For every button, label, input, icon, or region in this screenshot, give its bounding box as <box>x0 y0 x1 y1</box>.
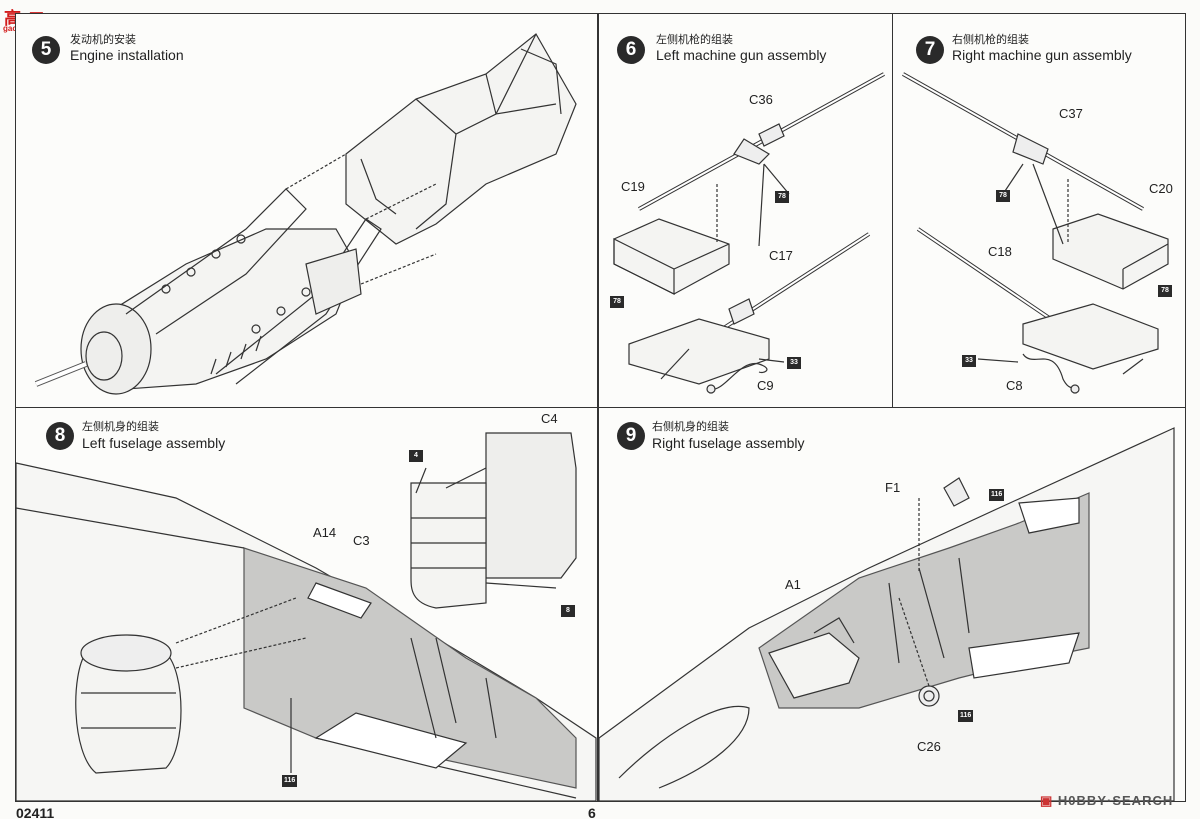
step-7-panel: 7 右侧机枪的组装 Right machine gun assembly C <box>892 13 1186 408</box>
part-label-c3: C3 <box>353 533 370 548</box>
step-number-badge: 5 <box>32 36 60 64</box>
paint-tag: 116 <box>958 710 974 722</box>
step-8-panel: 8 左侧机身的组装 Left fuselage assembly <box>15 407 598 802</box>
part-label-c26: C26 <box>917 739 941 754</box>
paint-tag: 4 <box>409 450 423 462</box>
paint-tag: 8 <box>561 605 575 617</box>
step-number-badge: 9 <box>617 422 645 450</box>
hobbysearch-watermark: ▣ H0BBY·SEARCH <box>1040 793 1174 808</box>
paint-tag: 33 <box>962 355 976 367</box>
part-label-c36: C36 <box>749 92 773 107</box>
paint-tag: 33 <box>787 357 801 369</box>
step-title-zh: 发动机的安装 <box>70 33 136 46</box>
step-number-badge: 7 <box>916 36 944 64</box>
page-number: 6 <box>588 805 596 821</box>
paint-tag: 116 <box>282 775 298 787</box>
part-label-c19: C19 <box>621 179 645 194</box>
left-gun-drawing <box>613 72 885 394</box>
step-title-en: Left fuselage assembly <box>82 435 226 451</box>
part-label-f1: F1 <box>885 480 901 495</box>
part-label-c17: C17 <box>769 248 793 263</box>
part-label-a14: A14 <box>313 525 337 540</box>
part-label-a1: A1 <box>785 577 801 592</box>
engine-installation-drawing <box>34 33 577 395</box>
right-gun-drawing <box>902 72 1169 394</box>
part-label-c18: C18 <box>988 244 1012 259</box>
paint-tag: 78 <box>1158 285 1172 297</box>
paint-tag: 78 <box>996 190 1010 202</box>
step-title-zh: 右侧机身的组装 <box>652 420 729 433</box>
step-title-zh: 左侧机枪的组装 <box>656 33 733 46</box>
right-fuselage-drawing <box>599 427 1175 801</box>
part-label-c37: C37 <box>1059 106 1083 121</box>
step-title-en: Right machine gun assembly <box>952 47 1132 63</box>
step-title-en: Engine installation <box>70 47 184 63</box>
watermark-mark: ▣ <box>1040 793 1054 808</box>
step-6-panel: 6 左侧机枪的组装 Left machine gun assembly <box>598 13 894 408</box>
part-label-c9: C9 <box>757 378 774 393</box>
step-title-zh: 左侧机身的组装 <box>82 420 159 433</box>
step-number-badge: 8 <box>46 422 74 450</box>
part-label-c4: C4 <box>541 411 558 426</box>
step-number-badge: 6 <box>617 36 645 64</box>
part-label-c8: C8 <box>1006 378 1023 393</box>
step-title-zh: 右侧机枪的组装 <box>952 33 1029 46</box>
step-5-panel: 5 发动机的安装 Engine installation <box>15 13 598 408</box>
step-title-en: Right fuselage assembly <box>652 435 805 451</box>
left-fuselage-drawing <box>16 432 597 801</box>
kit-number: 02411 <box>16 805 55 821</box>
paint-tag: 78 <box>775 191 789 203</box>
step-9-panel: 9 右侧机身的组装 Right fuselage assembly <box>598 407 1186 802</box>
step-title-en: Left machine gun assembly <box>656 47 827 63</box>
part-label-c20: C20 <box>1149 181 1173 196</box>
paint-tag: 116 <box>989 489 1005 501</box>
paint-tag: 78 <box>610 296 624 308</box>
